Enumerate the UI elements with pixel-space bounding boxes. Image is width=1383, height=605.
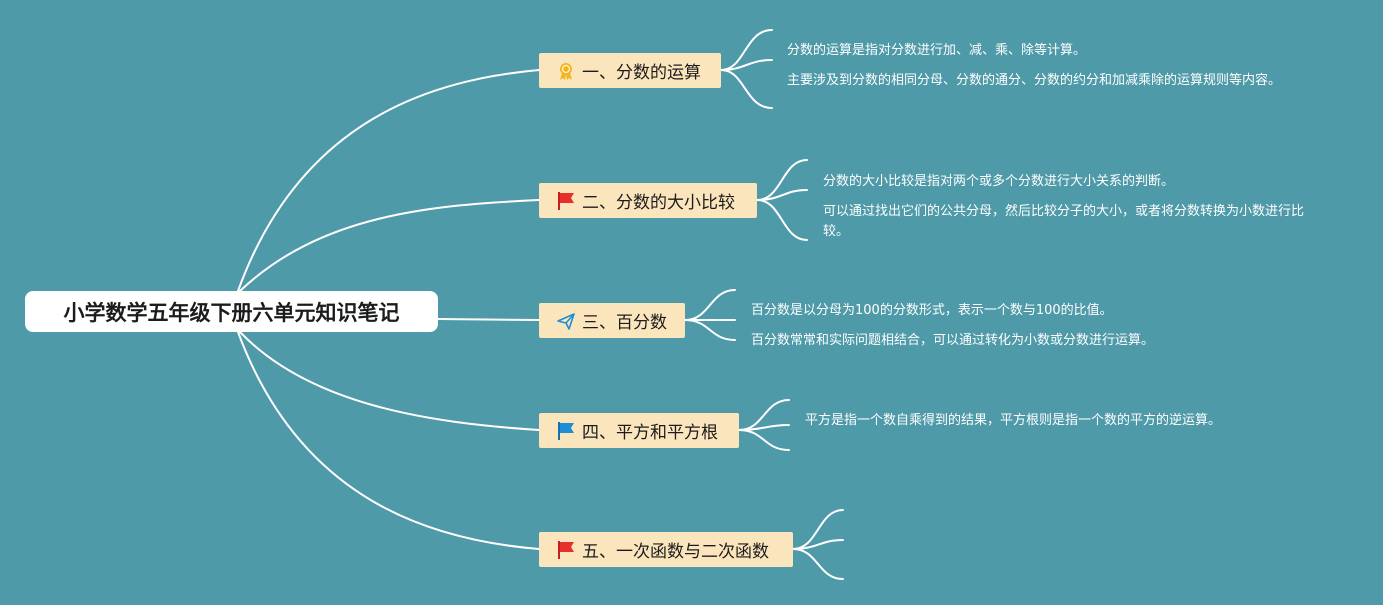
branch-topic-5[interactable]: 五、一次函数与二次函数 — [539, 532, 793, 567]
fan-branch-5-bot — [792, 548, 844, 580]
fan-branch-5-top — [792, 509, 844, 550]
branch-label: 一、分数的运算 — [582, 63, 701, 83]
branch-topic-2[interactable]: 二、分数的大小比较 — [539, 183, 757, 218]
branch-label: 四、平方和平方根 — [582, 423, 718, 443]
branch-label: 三、百分数 — [582, 313, 667, 333]
connector-root-branch-1 — [237, 69, 540, 292]
branch-topic-3[interactable]: 三、百分数 — [539, 303, 685, 338]
note-3-2[interactable]: 百分数常常和实际问题相结合，可以通过转化为小数或分数进行运算。 — [751, 333, 1155, 348]
fan-branch-3-bot — [684, 319, 736, 341]
note-4-1[interactable]: 平方是指一个数自乘得到的结果，平方根则是指一个数的平方的逆运算。 — [805, 413, 1222, 428]
fan-branch-2-mid — [756, 189, 808, 201]
branch-label: 五、一次函数与二次函数 — [582, 542, 769, 562]
note-3-1[interactable]: 百分数是以分母为100的分数形式，表示一个数与100的比值。 — [751, 303, 1113, 318]
connector-root-branch-2 — [239, 199, 540, 292]
branch-label: 二、分数的大小比较 — [582, 193, 735, 213]
blue-flag-icon — [556, 421, 576, 441]
root-topic[interactable]: 小学数学五年级下册六单元知识笔记 — [25, 291, 438, 332]
note-1-1[interactable]: 分数的运算是指对分数进行加、减、乘、除等计算。 — [787, 43, 1087, 58]
note-2-2[interactable]: 可以通过找出它们的公共分母，然后比较分子的大小，或者将分数转换为小数进行比较。 — [823, 204, 1305, 239]
note-1-2[interactable]: 主要涉及到分数的相同分母、分数的通分、分数的约分和加减乘除的运算规则等内容。 — [787, 73, 1282, 88]
red-flag-icon — [556, 540, 576, 560]
branch-topic-4[interactable]: 四、平方和平方根 — [539, 413, 739, 448]
fan-branch-3-top — [684, 289, 736, 321]
branch-topic-1[interactable]: 一、分数的运算 — [539, 53, 721, 88]
paper-plane-icon — [556, 311, 576, 331]
fan-branch-4-mid — [738, 424, 790, 431]
fan-branch-2-bot — [756, 199, 808, 241]
connector-root-branch-5 — [237, 331, 540, 550]
connector-root-branch-4 — [239, 331, 540, 431]
fan-branch-2-top — [756, 159, 808, 201]
fan-branch-1-bot — [720, 69, 773, 109]
note-2-1[interactable]: 分数的大小比较是指对两个或多个分数进行大小关系的判断。 — [823, 174, 1175, 189]
red-flag-icon — [556, 191, 576, 211]
fan-branch-4-bot — [738, 429, 790, 451]
fan-branch-5-mid — [792, 539, 844, 550]
award-ribbon-icon — [556, 61, 576, 81]
connector-root-branch-3 — [437, 318, 540, 321]
